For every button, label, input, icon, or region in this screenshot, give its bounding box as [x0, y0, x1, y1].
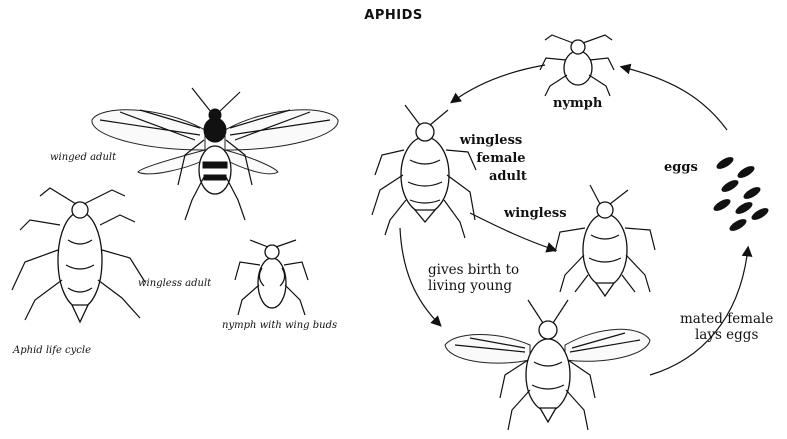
label-line-mated-female: mated female	[680, 311, 773, 327]
label-wingless-female-adult: wingless female adult	[455, 132, 527, 186]
label-winged-adult: winged adult	[50, 152, 116, 163]
cycle-wingless-figure	[555, 185, 655, 296]
winged-adult-figure	[92, 88, 338, 220]
cycle-nymph-figure	[540, 35, 614, 96]
label-wingless: wingless	[504, 206, 567, 221]
label-nymph-wing-buds: nymph with wing buds	[222, 320, 337, 331]
label-gives-birth: gives birth to living young	[428, 262, 519, 294]
wingless-adult-figure	[12, 188, 145, 322]
cycle-winged-female-figure	[445, 300, 650, 430]
label-wingless-adult: wingless adult	[138, 278, 211, 289]
label-line-adult: adult	[455, 168, 527, 186]
label-line-female: female	[455, 150, 527, 168]
label-line-wingless: wingless	[455, 132, 527, 150]
label-nymph: nymph	[553, 96, 602, 111]
label-line-gives-birth: gives birth to	[428, 262, 519, 278]
eggs-figure	[712, 155, 769, 232]
label-mated-female: mated female lays eggs	[680, 311, 773, 343]
nymph-wing-buds-figure	[235, 240, 308, 315]
label-line-living-young: living young	[428, 278, 519, 294]
label-eggs: eggs	[664, 160, 698, 175]
label-aphid-life-cycle: Aphid life cycle	[13, 345, 91, 356]
label-line-lays-eggs: lays eggs	[680, 327, 773, 343]
